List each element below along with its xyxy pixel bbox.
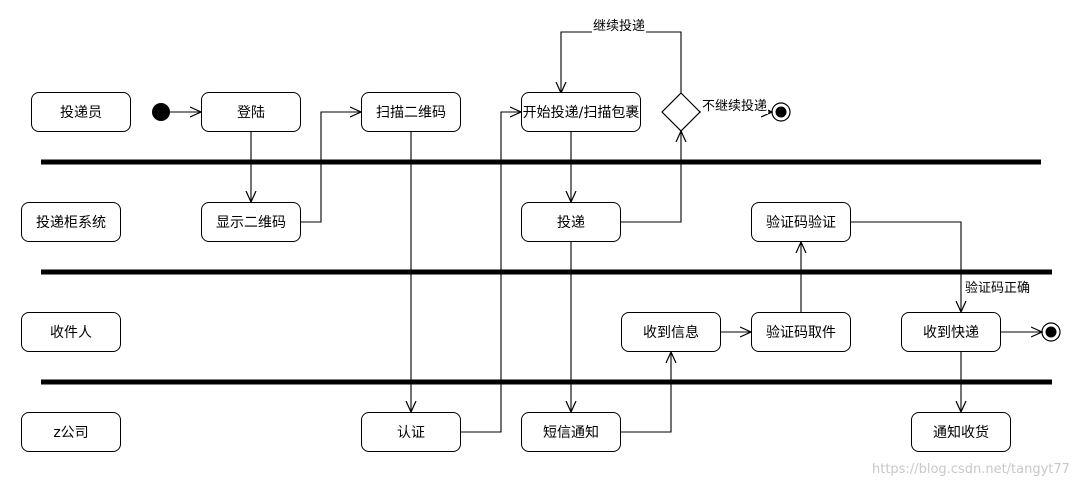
activity-start-delivery: 开始投递/扫描包裹 [521,92,641,132]
end-node-top [771,102,791,122]
end-node-bottom [1041,322,1061,342]
edge-decision-continue [561,31,682,93]
lane-label-courier: 投递员 [31,92,131,132]
activity-sms-notify: 短信通知 [521,412,621,452]
activity-certify: 认证 [361,412,461,452]
activity-show-qr: 显示二维码 [201,202,301,242]
edge-show-qr-to-scan [301,112,361,223]
activity-notify-receipt: 通知收货 [911,412,1011,452]
activity-code-pickup: 验证码取件 [751,312,851,352]
edge-verify-to-receive-parcel [851,221,961,312]
edge-certify-to-start-delivery [461,112,521,433]
lane-label-locker-system: 投递柜系统 [21,202,121,242]
activity-receive-parcel: 收到快递 [901,312,1001,352]
activity-receive-info: 收到信息 [621,312,721,352]
lane-label-recipient: 收件人 [21,312,121,352]
start-node [152,103,170,121]
edge-label-stop: 不继续投递 [701,95,769,114]
activity-login: 登陆 [201,92,301,132]
activity-code-verify: 验证码验证 [751,202,851,242]
watermark-text: https://blog.csdn.net/tangyt77 [872,462,1070,477]
edge-sms-to-receive-info [621,352,671,433]
edge-deliver-to-decision [621,131,681,223]
edge-label-code-correct: 验证码正确 [964,277,1032,296]
decision-node [661,92,701,132]
lane-label-z-company: z公司 [21,412,121,452]
activity-scan-qr: 扫描二维码 [361,92,461,132]
activity-deliver: 投递 [521,202,621,242]
edge-label-continue: 继续投递 [592,15,647,34]
